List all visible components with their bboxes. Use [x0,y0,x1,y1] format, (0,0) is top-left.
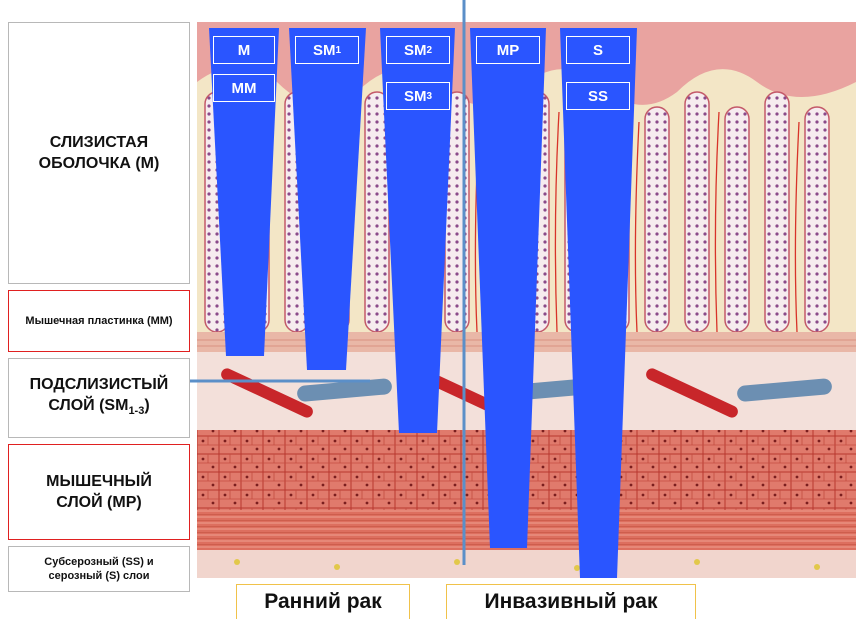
tag-sm1-text: SM [313,42,336,59]
tag-m-text: M [238,42,251,59]
tag-sm2-sub: 2 [426,45,432,56]
wedge-sm1 [289,28,366,370]
tag-sm2-text: SM [404,42,427,59]
tag-mp-text: MP [497,42,520,59]
caption-invasive-cancer-text: Инвазивный рак [485,590,658,614]
caption-invasive-cancer: Инвазивный рак [446,584,696,619]
wedge-s-ss [560,28,637,578]
tag-sm3-sub: 3 [426,91,432,102]
caption-early-cancer-text: Ранний рак [264,590,381,614]
caption-early-cancer: Ранний рак [236,584,410,619]
tag-ss: SS [566,82,630,110]
tag-m: M [213,36,275,64]
wedge-mp [470,28,546,548]
tag-sm1-sub: 1 [335,45,341,56]
tag-sm3-text: SM [404,88,427,105]
tag-mm-text: MM [232,80,257,97]
tag-s: S [566,36,630,64]
tag-mm: MM [213,74,275,102]
tag-mp: MP [476,36,540,64]
tag-ss-text: SS [588,88,608,105]
tag-s-text: S [593,42,603,59]
